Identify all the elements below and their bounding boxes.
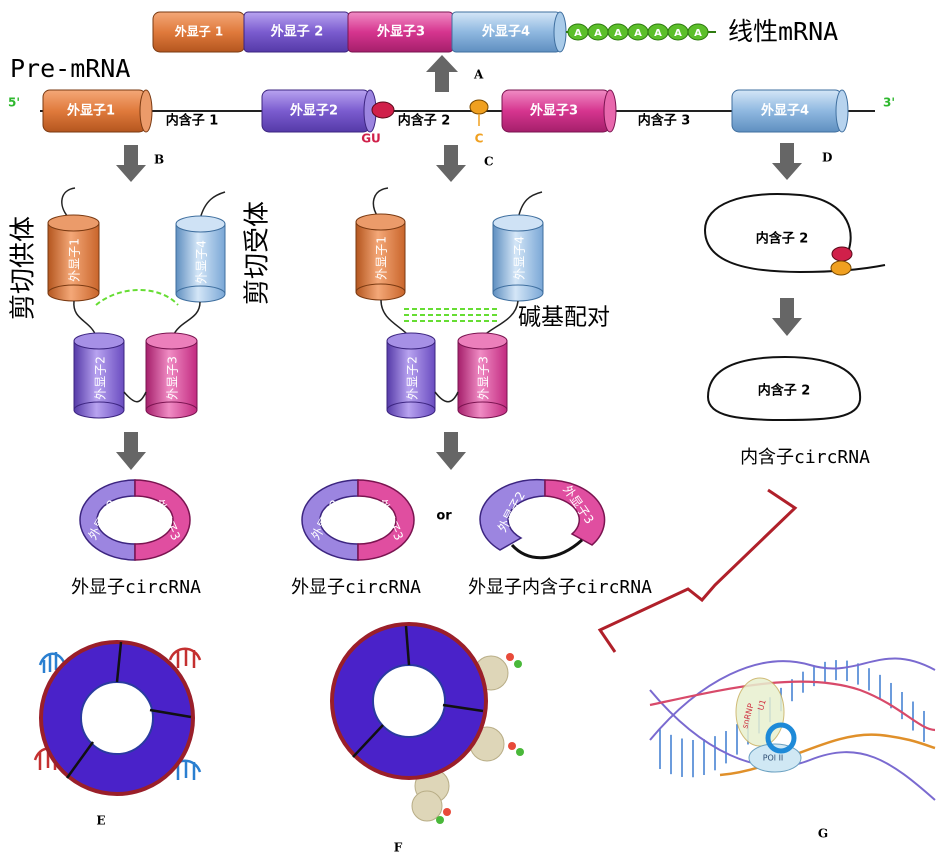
arrow-c-label: C <box>484 155 494 169</box>
panel-c-exon-intron-circrna: 外显子2 外显子3 外显子内含子circRNA <box>468 478 652 598</box>
panel-c-exon-3-label: 外显子3 <box>477 356 491 400</box>
base-pairing-lines <box>404 308 498 322</box>
pre-exon-3-label: 外显子3 <box>529 103 578 119</box>
panel-b-cyl-exon-3: 外显子3 <box>145 332 198 419</box>
linear-exon-4-label: 外显子4 <box>481 24 530 40</box>
splice-donor-label: 剪切供体 <box>9 216 39 320</box>
poly-a-letter: A <box>654 28 662 39</box>
gu-site-label: GU <box>361 132 381 146</box>
panel-g-circrna <box>765 722 797 754</box>
linear-exon-2-label: 外显子 2 <box>270 24 324 40</box>
panel-g-label: G <box>818 827 828 841</box>
five-prime-label: 5' <box>8 96 20 110</box>
pre-mrna: 5' 3' 外显子1 外显子2 外显子3 外显子4 内含子 1 内含子 2 内含… <box>8 89 895 146</box>
arrow-c: C <box>436 145 494 182</box>
intron-1-label: 内含子 1 <box>166 113 219 129</box>
panel-d-circ-intron-label: 内含子 2 <box>758 383 811 399</box>
arrow-d: D <box>772 143 832 180</box>
arrow-d-label: D <box>822 151 832 165</box>
panel-f-label: F <box>394 841 403 855</box>
linear-mrna: 外显子 1 外显子 2 外显子3 外显子4 A A A A A A A 线性mRNA <box>152 11 838 53</box>
linear-mrna-label: 线性mRNA <box>728 17 838 46</box>
poly-a-letter: A <box>694 28 702 39</box>
panel-c-cyl-exon-1: 外显子1 <box>355 213 406 301</box>
panel-c: 外显子1 外显子4 碱基配对 外显子2 外显子3 <box>355 187 610 470</box>
panel-c-exon-2-label: 外显子2 <box>406 356 420 400</box>
intron-3-label: 内含子 3 <box>638 113 691 129</box>
panel-e: E <box>33 640 202 828</box>
panel-b-cyl-exon-1: 外显子1 <box>47 214 100 302</box>
panel-c-exon-circrna: 外显子2 外显子3 外显子circRNA <box>291 479 421 598</box>
pre-exon-4-label: 外显子4 <box>760 103 809 119</box>
panel-b-circrna: 外显子2 外显子3 外显子circRNA <box>71 479 201 598</box>
pre-mrna-title: Pre-mRNA <box>10 54 130 83</box>
gu-site-marker <box>371 101 395 119</box>
panel-b-exon-3-label: 外显子3 <box>166 356 180 400</box>
panel-c-cyl-exon-4: 外显子4 <box>492 214 544 302</box>
pre-exon-1-label: 外显子1 <box>66 103 115 119</box>
red-bracket <box>597 488 798 653</box>
poly-a-letter: A <box>634 28 642 39</box>
arrow-c2 <box>436 432 466 470</box>
panel-b: 外显子1 外显子4 外显子2 外显子3 剪切供体 剪切受体 <box>9 187 273 470</box>
intron-2-label: 内含子 2 <box>398 113 451 129</box>
pol-ii-label: POl II <box>763 754 784 763</box>
c-site-label: C <box>475 132 484 146</box>
panel-c-cyl-exon-2: 外显子2 <box>386 332 436 419</box>
panel-g: snRNP U1 POl II G <box>649 657 936 841</box>
or-label: or <box>436 509 452 524</box>
arrow-b2 <box>116 432 146 470</box>
linear-exon-3-label: 外显子3 <box>376 24 425 40</box>
c-site-marker <box>469 99 489 115</box>
arrow-d2 <box>772 298 802 336</box>
splice-acceptor-label: 剪切受体 <box>243 201 273 305</box>
panel-c-exon-4-label: 外显子4 <box>513 236 527 280</box>
arrow-b-label: B <box>154 153 164 167</box>
poly-a-letter: A <box>574 28 582 39</box>
poly-a-letter: A <box>614 28 622 39</box>
panel-d-c-marker <box>830 260 852 276</box>
poly-a-letter: A <box>674 28 682 39</box>
panel-f: F <box>330 622 524 855</box>
arrow-a-label: A <box>473 68 484 82</box>
panel-b-cyl-exon-4: 外显子4 <box>175 215 226 303</box>
panel-d-result-label: 内含子circRNA <box>740 447 870 468</box>
panel-c-result-1-label: 外显子circRNA <box>291 577 421 598</box>
panel-b-cyl-exon-2: 外显子2 <box>73 332 125 419</box>
panel-e-label: E <box>96 814 105 828</box>
panel-c-exon-1-label: 外显子1 <box>375 236 389 280</box>
linear-exon-1-label: 外显子 1 <box>175 24 224 39</box>
panel-b-exon-1-label: 外显子1 <box>68 238 82 282</box>
arrow-b: B <box>116 145 164 182</box>
panel-b-result-label: 外显子circRNA <box>71 577 201 598</box>
panel-b-exon-2-label: 外显子2 <box>94 356 108 400</box>
panel-c-result-2-label: 外显子内含子circRNA <box>468 577 652 598</box>
poly-a-letter: A <box>594 28 602 39</box>
panel-d-gu-marker <box>831 246 853 262</box>
pre-exon-2-label: 外显子2 <box>289 103 338 119</box>
panel-d-intron-label: 内含子 2 <box>756 231 809 247</box>
u1-label: U1 <box>756 699 768 712</box>
panel-b-exon-4-label: 外显子4 <box>195 240 209 284</box>
poly-a-bead <box>687 23 709 41</box>
three-prime-label: 3' <box>883 96 895 110</box>
u1-snrnp <box>735 677 785 747</box>
panel-d: 内含子 2 内含子 2 内含子circRNA <box>703 193 886 468</box>
panel-c-cyl-exon-3: 外显子3 <box>457 332 508 419</box>
arrow-a: A <box>426 55 484 92</box>
base-pairing-label: 碱基配对 <box>518 305 610 331</box>
